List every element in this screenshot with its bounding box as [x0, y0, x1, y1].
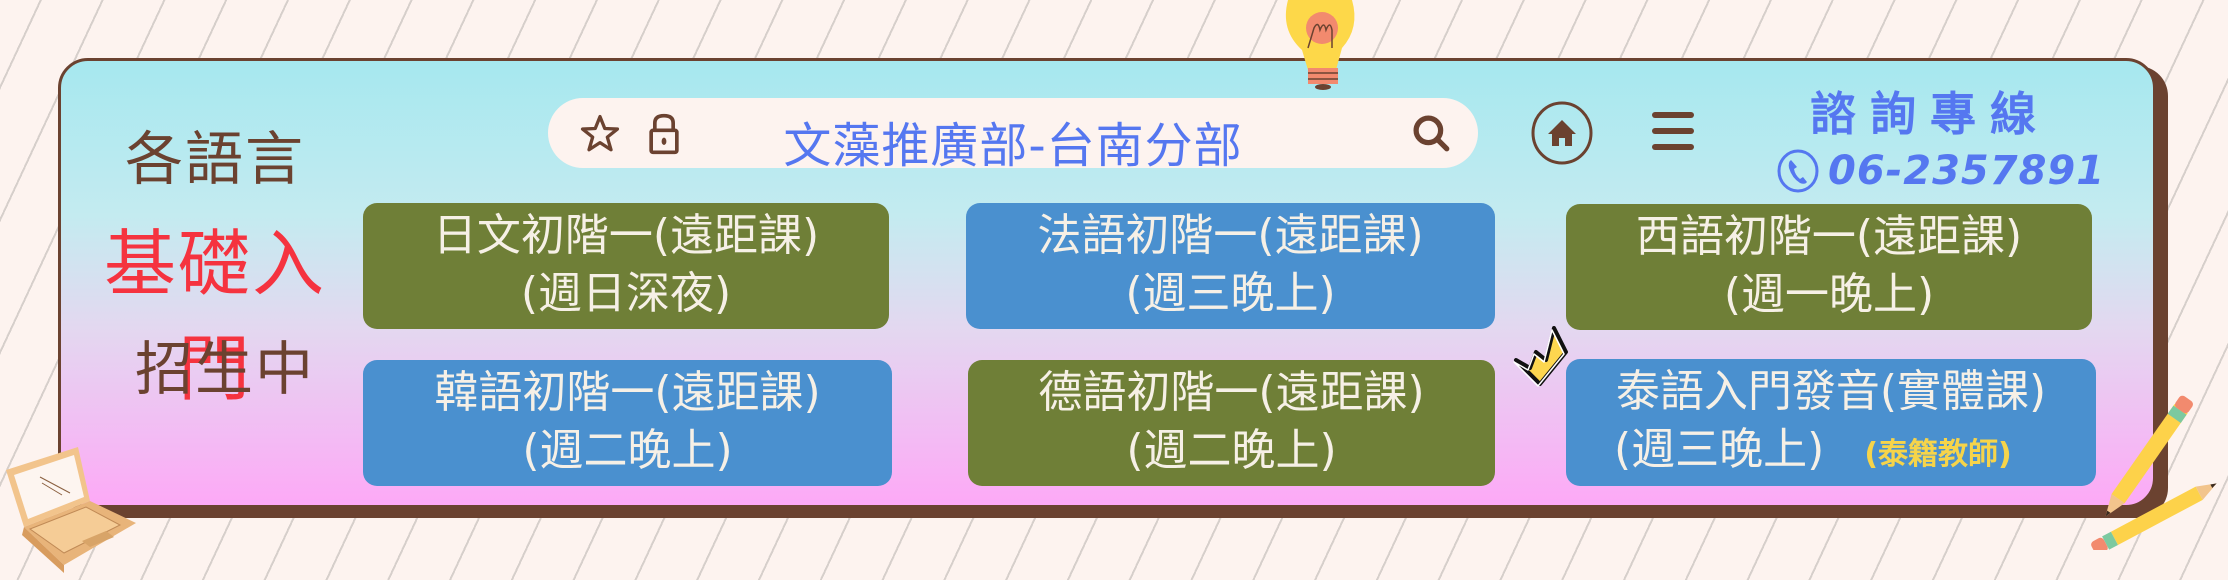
course-schedule: (週三晚上): [1125, 268, 1336, 319]
hotline-title: 諮詢專線: [1810, 87, 2050, 141]
laptop-icon: [6, 447, 136, 573]
label-enrolling: 招生中: [134, 335, 315, 403]
course-schedule: (週日深夜): [520, 268, 732, 319]
course-japanese[interactable]: 日文初階一(遠距課) (週日深夜): [363, 203, 889, 329]
course-title: 法語初階一(遠距課): [1037, 210, 1424, 261]
course-schedule: (週二晚上): [522, 425, 733, 476]
course-title: 泰語入門發音(實體課): [1615, 366, 2047, 417]
course-german[interactable]: 德語初階一(遠距課) (週二晚上): [968, 360, 1495, 486]
course-thai[interactable]: 泰語入門發音(實體課) (週三晚上) (泰籍教師): [1566, 359, 2096, 486]
hotline-phone[interactable]: 06-2357891: [1776, 146, 2105, 196]
home-icon[interactable]: [1530, 100, 1594, 166]
course-french[interactable]: 法語初階一(遠距課) (週三晚上): [966, 203, 1495, 329]
search-icon[interactable]: [1410, 112, 1452, 154]
label-basic-intro: 基礎入門: [103, 222, 326, 411]
hamburger-menu-icon[interactable]: [1652, 112, 1694, 154]
course-korean[interactable]: 韓語初階一(遠距課) (週二晚上): [363, 360, 892, 486]
phone-number: 06-2357891: [1828, 148, 2106, 194]
course-schedule: (週一晚上): [1723, 269, 1935, 320]
course-title: 韓語初階一(遠距課): [434, 367, 821, 418]
crown-icon: [1513, 326, 1568, 387]
course-title: 德語初階一(遠距課): [1038, 367, 1425, 418]
course-schedule: (週二晚上): [1126, 425, 1337, 476]
course-spanish[interactable]: 西語初階一(遠距課) (週一晚上): [1566, 204, 2092, 330]
course-title: 日文初階一(遠距課): [432, 210, 820, 261]
thai-teacher-note: (泰籍教師): [1864, 437, 2012, 472]
course-title: 西語初階一(遠距課): [1635, 211, 2023, 262]
lock-icon[interactable]: [646, 112, 682, 156]
label-all-languages: 各語言: [124, 125, 305, 193]
star-icon[interactable]: [578, 112, 622, 156]
course-schedule-row: (週三晚上) (泰籍教師): [1566, 421, 2096, 484]
course-schedule: (週三晚上): [1614, 424, 1825, 475]
lightbulb-icon: [1285, 0, 1355, 90]
site-title: 文藻推廣部-台南分部: [783, 118, 1243, 174]
search-bar[interactable]: 文藻推廣部-台南分部: [548, 98, 1478, 174]
pencils-icon: [2091, 395, 2217, 550]
phone-icon: [1777, 149, 1819, 193]
